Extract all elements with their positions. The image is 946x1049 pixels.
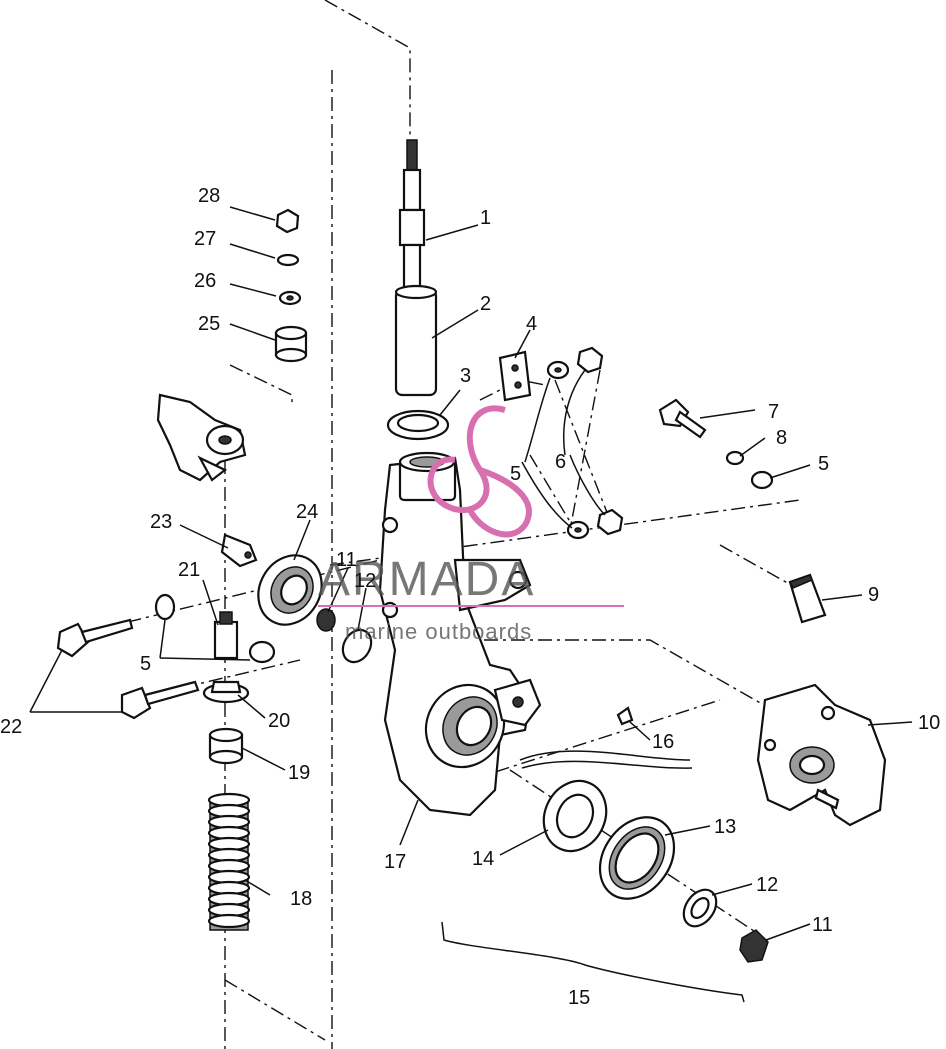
bolt-part-7 — [658, 398, 707, 439]
armada-watermark: ARMADA marine outboards — [318, 405, 624, 644]
callout-label: 15 — [568, 987, 590, 1009]
callout-label: 17 — [384, 851, 406, 873]
callout-label: 27 — [194, 228, 216, 250]
callout-label: 4 — [526, 313, 537, 335]
callout-label: 9 — [868, 584, 879, 606]
flange-nut-part-20 — [202, 680, 250, 704]
brake-caliper-part-10 — [756, 683, 887, 827]
callout-labels: 1 2 3 4 5 6 7 8 5 9 10 16 13 12 11 14 15… — [0, 185, 940, 1009]
callout-label: 3 — [460, 365, 471, 387]
strut-tube-part-2 — [394, 284, 438, 397]
callout-label: 12 — [354, 570, 376, 592]
callout-label: 18 — [290, 888, 312, 910]
callout-label: 5 — [510, 463, 521, 485]
callout-label: 22 — [0, 716, 22, 738]
spring-seat-part-19 — [208, 727, 244, 765]
callout-label: 1 — [480, 207, 491, 229]
callout-label: 10 — [918, 712, 940, 734]
bushing-ring-part-3 — [386, 409, 450, 441]
top-hardware-stack-25-28 — [274, 208, 308, 363]
callout-label: 26 — [194, 270, 216, 292]
seal-part-24 — [257, 554, 323, 626]
propeller-logo-icon — [427, 405, 532, 538]
wheel-bearing-parts-11-14 — [542, 779, 769, 963]
coil-spring-part-18 — [207, 792, 251, 931]
callout-label: 11 — [336, 549, 357, 571]
watermark-tagline-text: marine outboards — [345, 619, 532, 644]
bracket-part-4 — [498, 350, 532, 402]
callout-label: 21 — [178, 559, 200, 581]
callout-label: 19 — [288, 762, 310, 784]
shock-rod-part-1 — [398, 139, 426, 292]
small-bushings-parts-11-12 — [316, 608, 373, 664]
callout-label: 25 — [198, 313, 220, 335]
callout-label: 7 — [768, 401, 779, 423]
stud-part-21 — [213, 611, 239, 660]
upper-mount-bracket — [156, 393, 247, 482]
callout-leader-lines — [29, 206, 913, 1003]
washers-and-nuts-parts-5-6 — [154, 346, 774, 664]
callout-label: 8 — [776, 427, 787, 449]
callout-label: 12 — [756, 874, 778, 896]
callout-label: 5 — [140, 653, 151, 675]
callout-label: 24 — [296, 501, 318, 523]
pad-part-9 — [788, 573, 827, 624]
callout-label: 13 — [714, 816, 736, 838]
callout-label: 14 — [472, 848, 494, 870]
callout-label: 6 — [555, 451, 566, 473]
callout-label: 20 — [268, 710, 290, 732]
callout-label: 2 — [480, 293, 491, 315]
callout-label: 11 — [812, 914, 833, 936]
callout-label: 28 — [198, 185, 220, 207]
watermark-brand-text: ARMADA — [318, 553, 535, 606]
long-bolts-part-22 — [56, 618, 200, 720]
assembly-axis-lines — [74, 0, 801, 1049]
fitting-part-23 — [220, 533, 258, 568]
sensor-pin-part-16 — [519, 706, 693, 769]
callout-label: 16 — [652, 731, 674, 753]
callout-label: 5 — [818, 453, 829, 475]
callout-label: 23 — [150, 511, 172, 533]
spring-coil — [207, 913, 251, 929]
